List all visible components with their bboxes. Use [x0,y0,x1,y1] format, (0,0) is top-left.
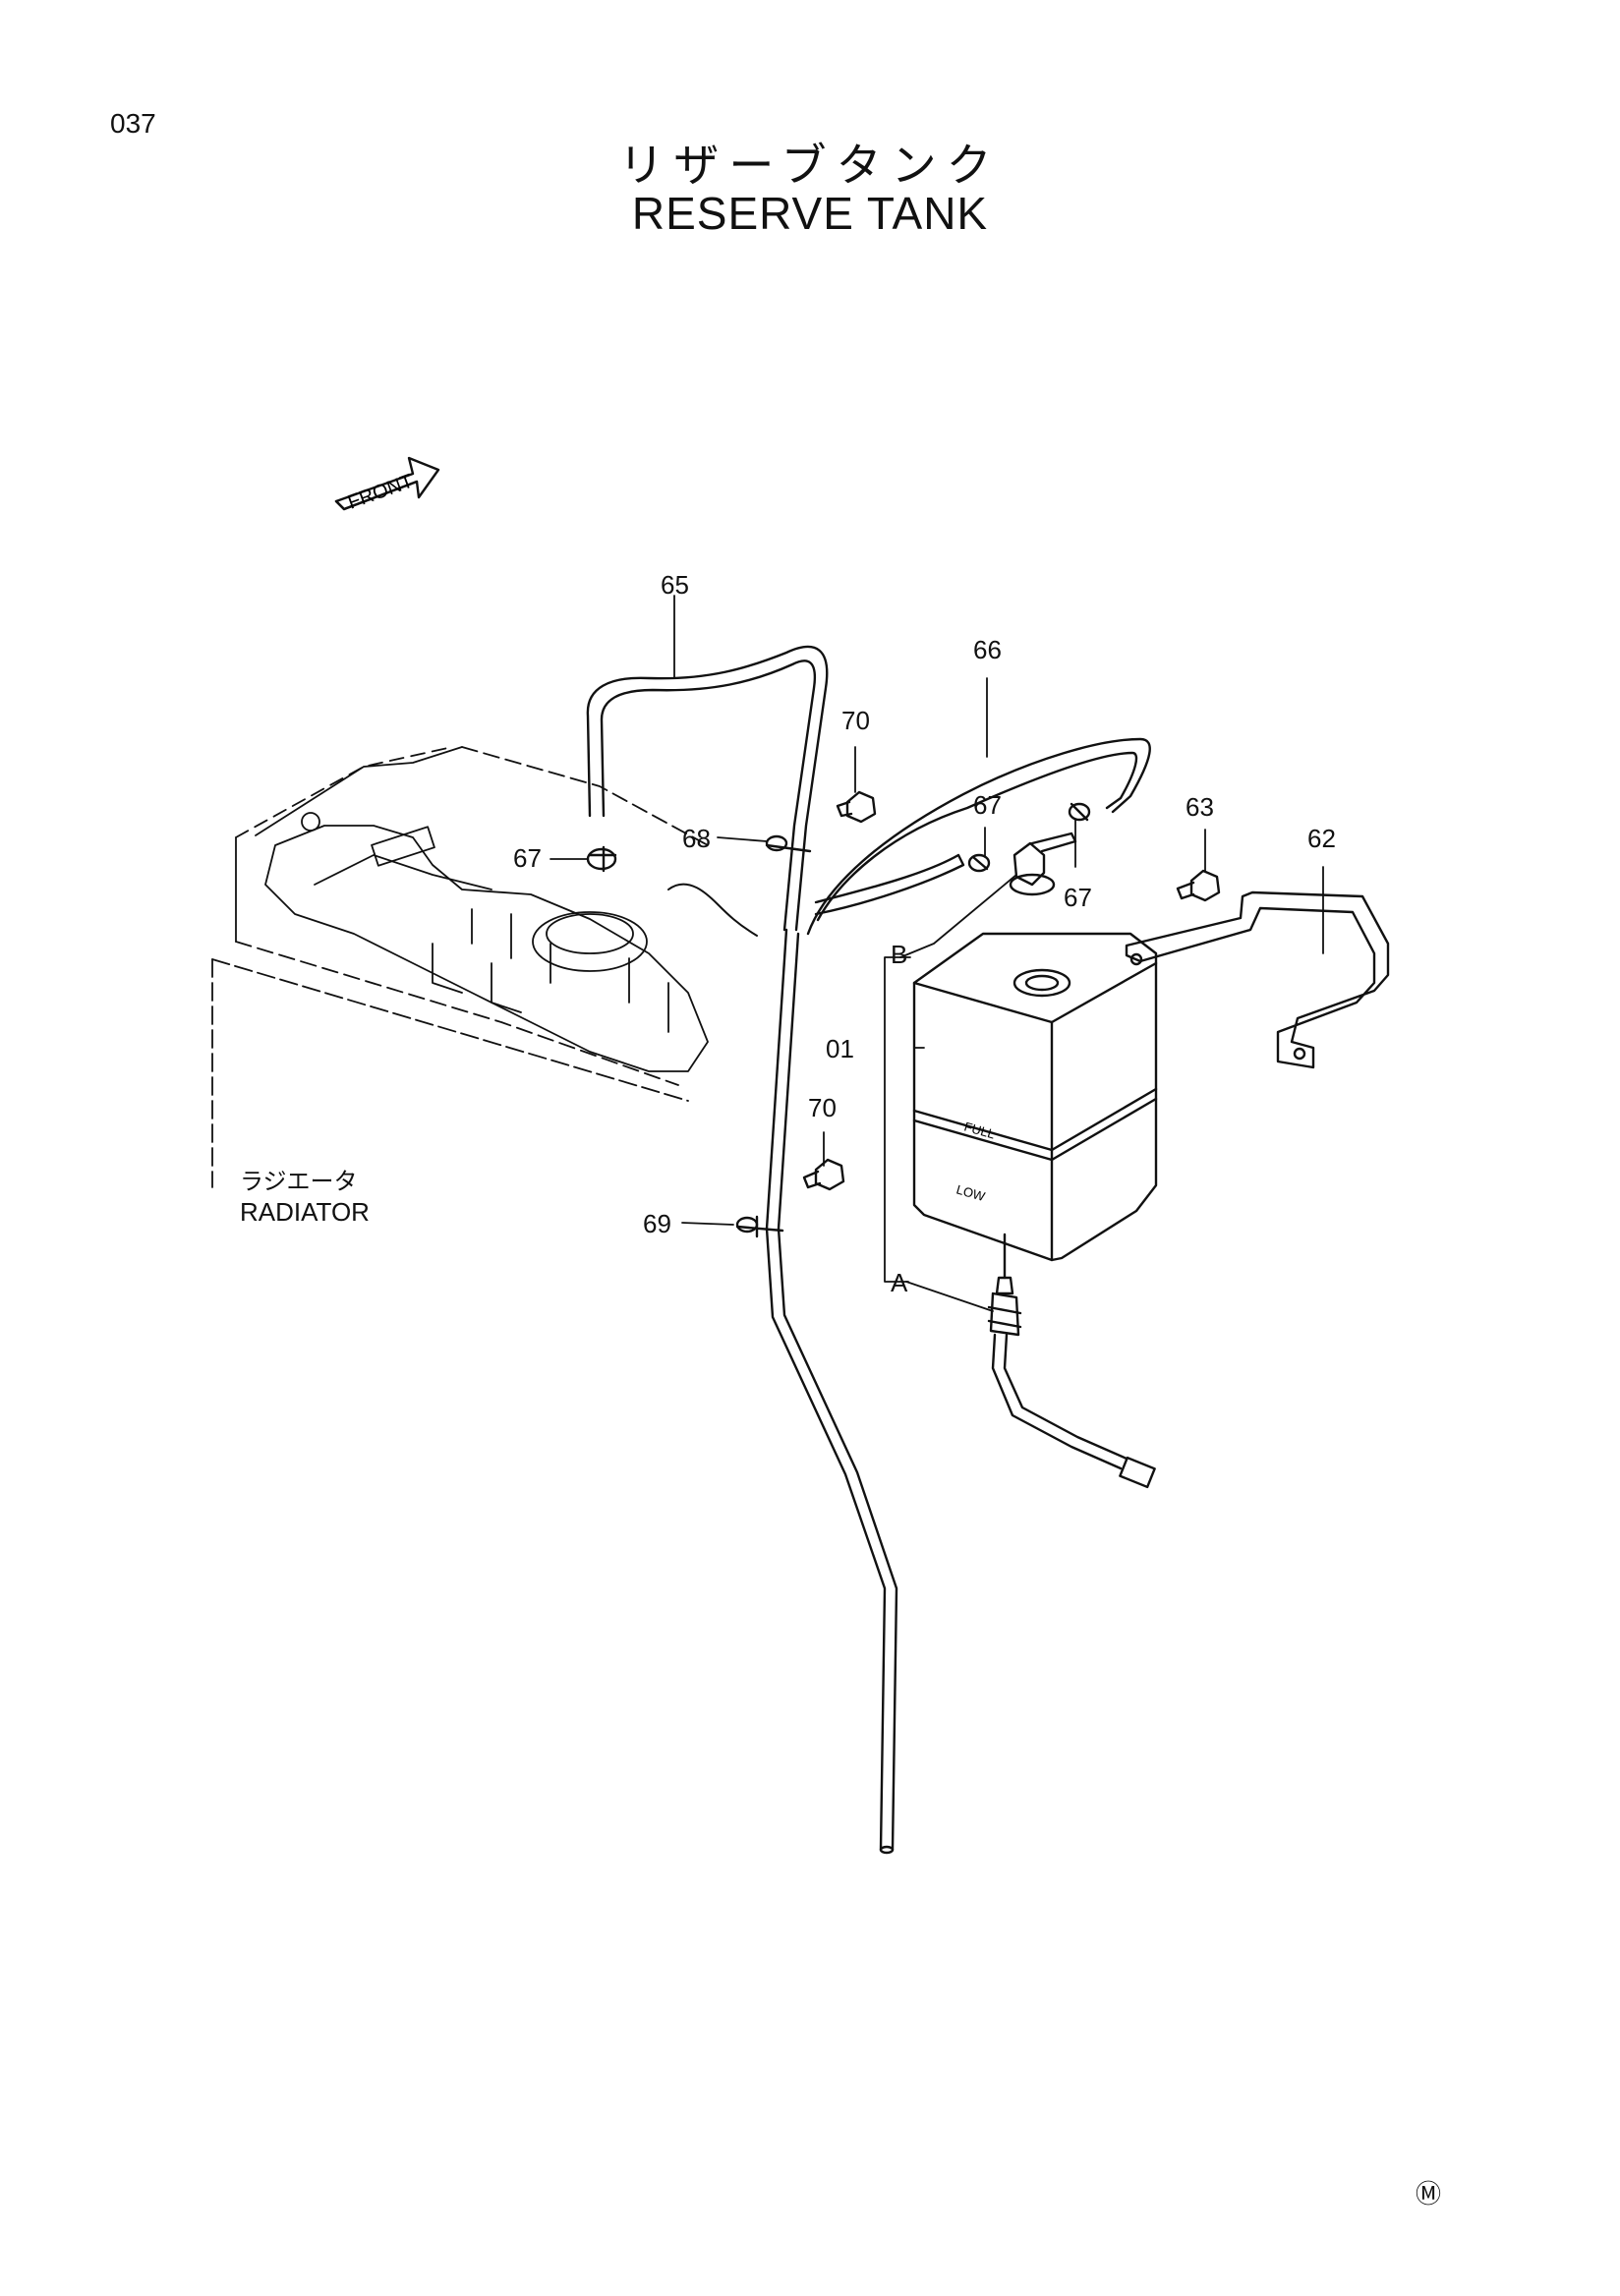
hose-65 [586,645,829,932]
clamp-68 [765,834,812,853]
hose-66 [806,737,1151,936]
clamp-67-left [586,845,617,873]
callout-63: 63 [1186,792,1214,822]
tank-low-label: LOW [955,1181,987,1204]
callout-67-right: 67 [1064,883,1092,912]
bolt-70-lower [802,1158,845,1191]
bracket-62 [1125,890,1390,1069]
maker-mark: Ⓜ [1416,2179,1442,2209]
bolt-70-upper [836,790,877,824]
clamp-67-middle [967,853,991,873]
callout-66: 66 [973,635,1002,664]
overflow-hose [765,928,898,1855]
callout-67-middle: 67 [973,790,1002,820]
callout-B: B [891,940,908,969]
callout-68: 68 [682,824,711,853]
callout-67-left: 67 [513,843,542,873]
title-japanese: リザーブタンク [618,139,1002,192]
callout-70-lower: 70 [808,1093,837,1122]
reserve-tank [912,932,1158,1489]
radiator-label-jp: ラジエータ [240,1168,358,1195]
radiator-label-en: RADIATOR [240,1197,370,1227]
tank-cap [1009,832,1077,896]
radiator [211,746,758,1188]
front-arrow-icon [334,456,440,511]
leader-lines [550,595,1324,1312]
callout-01: 01 [826,1034,854,1063]
callout-69: 69 [643,1209,671,1238]
bolt-63 [1176,869,1221,902]
callout-A: A [891,1268,908,1297]
callout-62: 62 [1307,824,1336,853]
front-label: FRONT [345,470,416,513]
title-english: RESERVE TANK [631,188,989,239]
clamp-69 [735,1215,784,1238]
clamp-67-right [1068,802,1091,822]
page-number: 037 [110,108,156,139]
callout-65: 65 [661,570,689,600]
callout-70-upper: 70 [841,706,870,735]
